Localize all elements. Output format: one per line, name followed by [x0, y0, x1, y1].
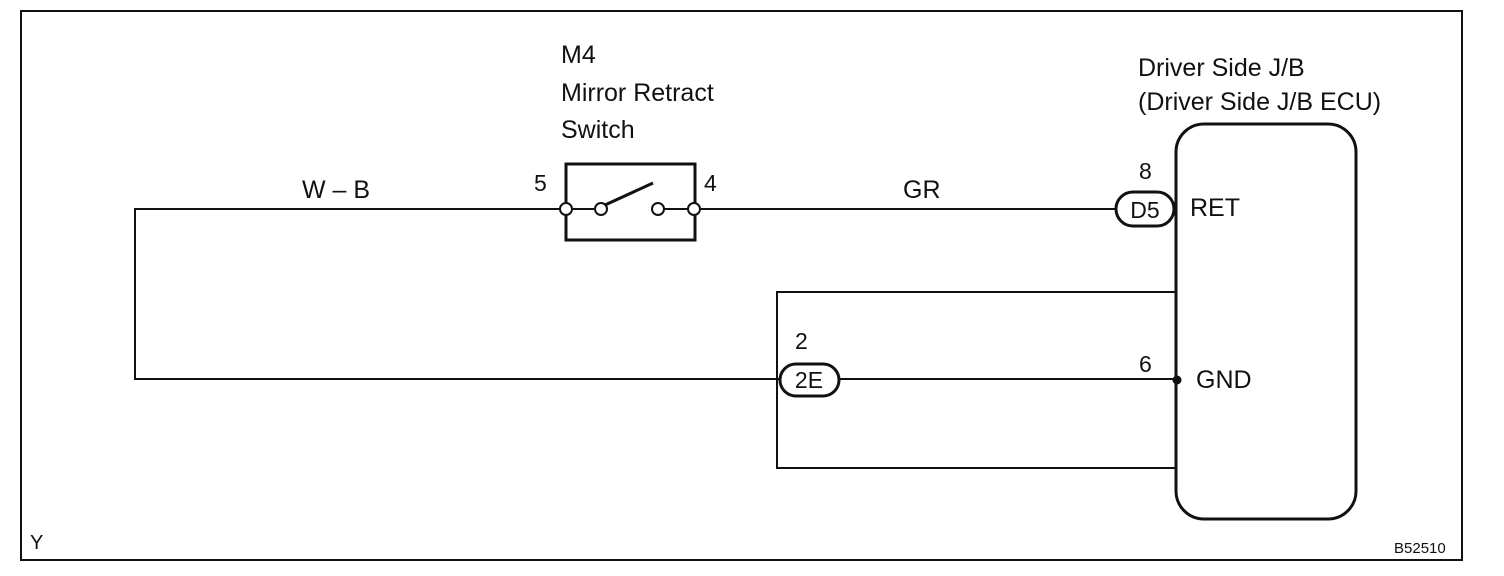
connector-2e-pin-label: 2 [795, 328, 808, 354]
ground-loop-wire [776, 291, 1176, 469]
ecu-ret-label: RET [1190, 194, 1240, 222]
switch-pin-4-label: 4 [704, 170, 717, 196]
mirror-retract-switch-box [564, 162, 697, 242]
ecu-gnd-label: GND [1196, 366, 1252, 394]
driver-side-jb-ecu-block [1174, 122, 1358, 521]
gnd-junction-dot [1172, 375, 1182, 385]
switch-pin-5-label: 5 [534, 170, 547, 196]
switch-contact-fixed [651, 202, 665, 216]
switch-code-label: M4 [561, 41, 596, 69]
switch-contact-pivot [594, 202, 608, 216]
diagram-frame [20, 10, 1463, 561]
switch-contact-arm [604, 181, 654, 207]
wire-gr-label: GR [903, 176, 941, 204]
switch-terminal-5 [559, 202, 573, 216]
connector-2e-label: 2E [795, 367, 823, 393]
wire-w-b [134, 208, 782, 380]
ecu-name-line2: (Driver Side J/B ECU) [1138, 88, 1381, 116]
ecu-name-line1: Driver Side J/B [1138, 54, 1305, 82]
wire-w-b-label: W – B [302, 176, 370, 204]
connector-d5 [1114, 190, 1176, 228]
footer-left-code: Y [30, 532, 43, 554]
switch-name-line1: Mirror Retract [561, 79, 714, 107]
ecu-pin-6-label: 6 [1139, 351, 1152, 377]
connector-d5-label: D5 [1130, 197, 1159, 223]
switch-name-line2: Switch [561, 116, 635, 144]
ecu-pin-8-label: 8 [1139, 158, 1152, 184]
switch-terminal-4 [687, 202, 701, 216]
footer-right-code: B52510 [1394, 540, 1446, 557]
